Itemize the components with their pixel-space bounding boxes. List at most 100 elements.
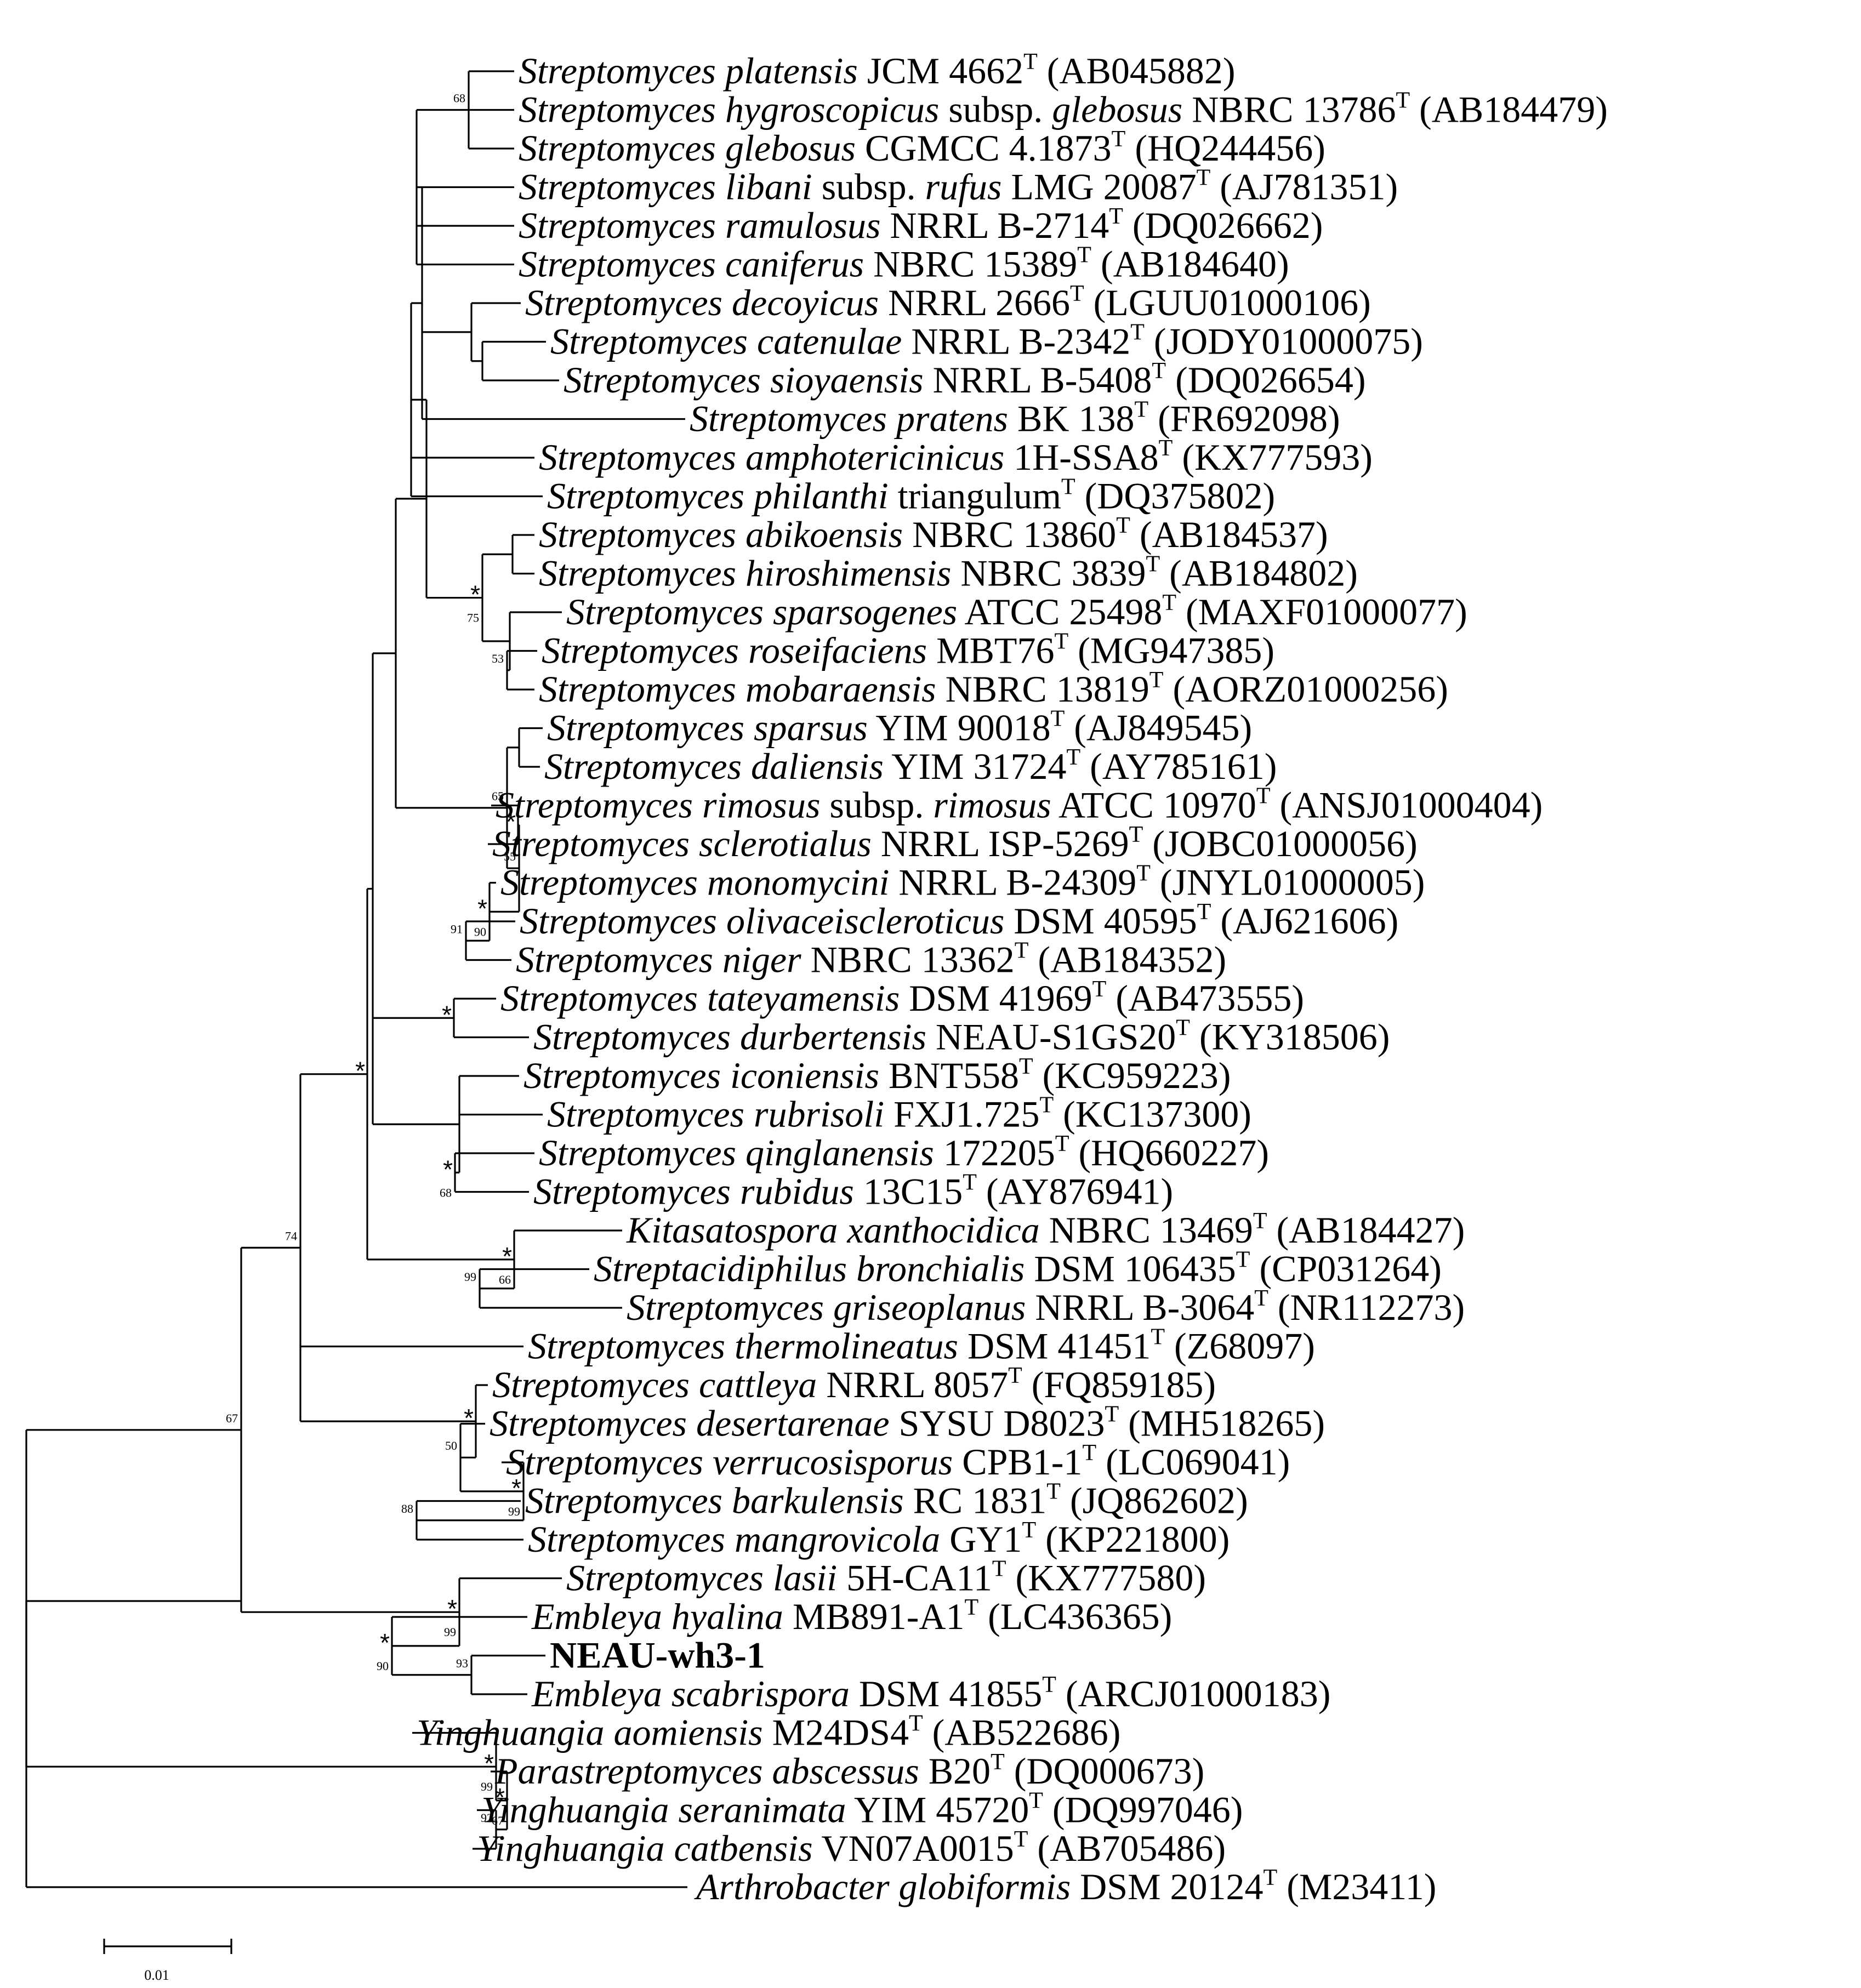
taxon-label: Embleya scabrispora DSM 41855T (ARCJ0100… [531, 1672, 1330, 1714]
accession-number: (Z68097) [1165, 1325, 1315, 1367]
taxon-species-name: Streptomyces decoyicus [525, 282, 879, 323]
taxon-species-name: Parastreptomyces abscessus [494, 1750, 919, 1792]
taxon-label: Streptomyces rimosus subsp. rimosus ATCC… [496, 784, 1543, 826]
accession-number: (AB184479) [1410, 89, 1608, 130]
taxon-label: Streptomyces pratens BK 138T (FR692098) [690, 397, 1340, 440]
bootstrap-value: 65 [492, 789, 504, 803]
taxon-species-name: Streptomyces thermolineatus [528, 1325, 958, 1367]
asterisk-marker: * [477, 894, 487, 922]
accession-number: (AB184640) [1091, 243, 1289, 285]
taxon-species-name: Streptomyces iconiensis [523, 1055, 879, 1096]
taxon-strain: MBT76 [927, 630, 1054, 671]
taxon-strain: NBRC 13469 [1040, 1209, 1253, 1251]
accession-number: (AB045882) [1038, 50, 1236, 92]
taxon-strain: subsp. [939, 89, 1052, 130]
type-strain-superscript: T [1082, 1440, 1096, 1466]
type-strain-superscript: T [1176, 1016, 1190, 1041]
taxon-label: Streptomyces tateyamensis DSM 41969T (AB… [500, 977, 1304, 1019]
accession-number: (MG947385) [1068, 630, 1274, 671]
taxon-species-name: Embleya hyalina [531, 1596, 783, 1637]
scale-bar-label: 0.01 [144, 1967, 169, 1983]
taxon-label: Streptomyces ramulosus NRRL B-2714T (DQ0… [519, 204, 1323, 246]
accession-number: (KY318506) [1190, 1016, 1390, 1058]
taxon-species-name: Streptomyces qinglanensis [539, 1132, 934, 1174]
taxon-label: Streptomyces niger NBRC 13362T (AB184352… [516, 938, 1226, 981]
accession-number: (AB473555) [1106, 977, 1304, 1019]
taxon-label: Streptomyces iconiensis BNT558T (KC95922… [523, 1054, 1231, 1096]
taxon-species-name: Streptomyces libani [519, 166, 812, 208]
taxon-species-name: Streptomyces verrucosisporus [506, 1441, 953, 1483]
taxon-strain: NRRL B-2714 [880, 204, 1109, 246]
type-strain-superscript: T [1077, 243, 1091, 268]
accession-number: (LC436365) [978, 1596, 1172, 1637]
bootstrap-value: 88 [401, 1502, 413, 1516]
taxon-strain: NRRL B-3064 [1026, 1286, 1254, 1328]
asterisk-marker: * [355, 1057, 365, 1085]
taxon-strain: YIM 31724 [884, 745, 1067, 787]
taxon-species-name: Streptomyces hygroscopicus [519, 89, 939, 130]
taxon-strain: 1H-SSA8 [1004, 436, 1159, 478]
taxon-strain: BNT558 [879, 1055, 1019, 1096]
bootstrap-value: 99 [481, 1780, 493, 1793]
taxon-strain: NRRL B-24309 [889, 862, 1136, 903]
bootstrap-value: 90 [377, 1659, 389, 1673]
accession-number: (NR112273) [1268, 1286, 1465, 1328]
taxon-strain: B20 [919, 1750, 991, 1792]
asterisk-marker: * [511, 1474, 521, 1502]
taxon-label: Streptomyces platensis JCM 4662T (AB0458… [519, 49, 1236, 92]
bootstrap-value: 53 [492, 652, 504, 665]
taxon-strain: NEAU-S1GS20 [926, 1016, 1176, 1058]
accession-number: (AB522686) [923, 1712, 1121, 1753]
accession-number: (JNYL01000005) [1151, 862, 1425, 903]
taxon-label: Streptomyces rubrisoli FXJ1.725T (KC1373… [547, 1093, 1251, 1135]
bootstrap-value: 67 [226, 1411, 238, 1425]
accession-number: (AB705486) [1028, 1827, 1226, 1869]
accession-number: (AJ621606) [1211, 900, 1398, 942]
taxon-species-name: Kitasatospora xanthocidica [626, 1209, 1040, 1251]
taxon-strain: DSM 106435 [1025, 1248, 1236, 1290]
asterisk-marker: * [470, 580, 480, 609]
bootstrap-value: 68 [440, 1186, 452, 1199]
accession-number: (DQ997046) [1043, 1789, 1243, 1831]
accession-number: (FR692098) [1148, 398, 1340, 440]
type-strain-superscript: T [1116, 513, 1130, 538]
type-strain-superscript: T [1136, 861, 1151, 886]
taxon-species-name: Streptomyces roseifaciens [542, 630, 927, 671]
taxon-species-name: Streptomyces ramulosus [519, 204, 880, 246]
bootstrap-value: 90 [474, 925, 486, 938]
type-strain-superscript: T [1008, 1363, 1022, 1388]
tree-branches [25, 70, 687, 1888]
taxon-strain: JCM 4662 [858, 50, 1023, 92]
taxon-label: Streptomyces philanthi triangulumT (DQ37… [547, 475, 1275, 517]
type-strain-superscript: T [964, 1595, 978, 1620]
bootstrap-value: 50 [445, 1439, 457, 1452]
bootstrap-value: 99 [508, 1505, 520, 1518]
accession-number: (LC069041) [1096, 1441, 1290, 1483]
accession-number: (KC137300) [1054, 1093, 1251, 1135]
taxon-label: Yinghuangia catbensis VN07A0015T (AB7054… [477, 1827, 1226, 1869]
taxon-label: Streptomyces catenulae NRRL B-2342T (JOD… [550, 320, 1423, 362]
type-strain-superscript: T [1022, 1518, 1036, 1543]
taxon-strain: NBRC 13786 [1182, 89, 1396, 130]
taxon-label: Streptomyces lasii 5H-CA11T (KX777580) [566, 1557, 1206, 1599]
type-strain-superscript: T [1019, 1054, 1033, 1079]
type-strain-superscript: T [1054, 629, 1068, 654]
taxon-strain: RC 1831 [904, 1480, 1047, 1522]
type-strain-superscript: T [1070, 281, 1084, 306]
type-strain-superscript: T [1092, 977, 1107, 1002]
accession-number: (DQ000673) [1005, 1750, 1205, 1792]
bootstrap-value: 99 [464, 1270, 476, 1284]
type-strain-superscript: T [1129, 822, 1143, 847]
taxon-subspecies-name: glebosus [1052, 89, 1182, 130]
taxon-strain: NBRC 15389 [864, 243, 1077, 285]
taxon-label: Streptomyces thermolineatus DSM 41451T (… [528, 1325, 1315, 1367]
taxon-label: Parastreptomyces abscessus B20T (DQ00067… [494, 1750, 1204, 1792]
type-strain-superscript: T [1264, 1865, 1278, 1890]
taxon-species-name: Streptomyces rubidus [533, 1171, 854, 1212]
type-strain-superscript: T [1061, 475, 1075, 500]
taxon-label: Streptomyces durbertensis NEAU-S1GS20T (… [533, 1016, 1390, 1058]
bootstrap-value: 91 [451, 922, 463, 936]
taxon-strain: ATCC 25498 [957, 591, 1162, 633]
taxon-strain: SYSU D8023 [890, 1403, 1105, 1444]
taxon-species-name: Streptomyces monomycini [500, 862, 889, 903]
